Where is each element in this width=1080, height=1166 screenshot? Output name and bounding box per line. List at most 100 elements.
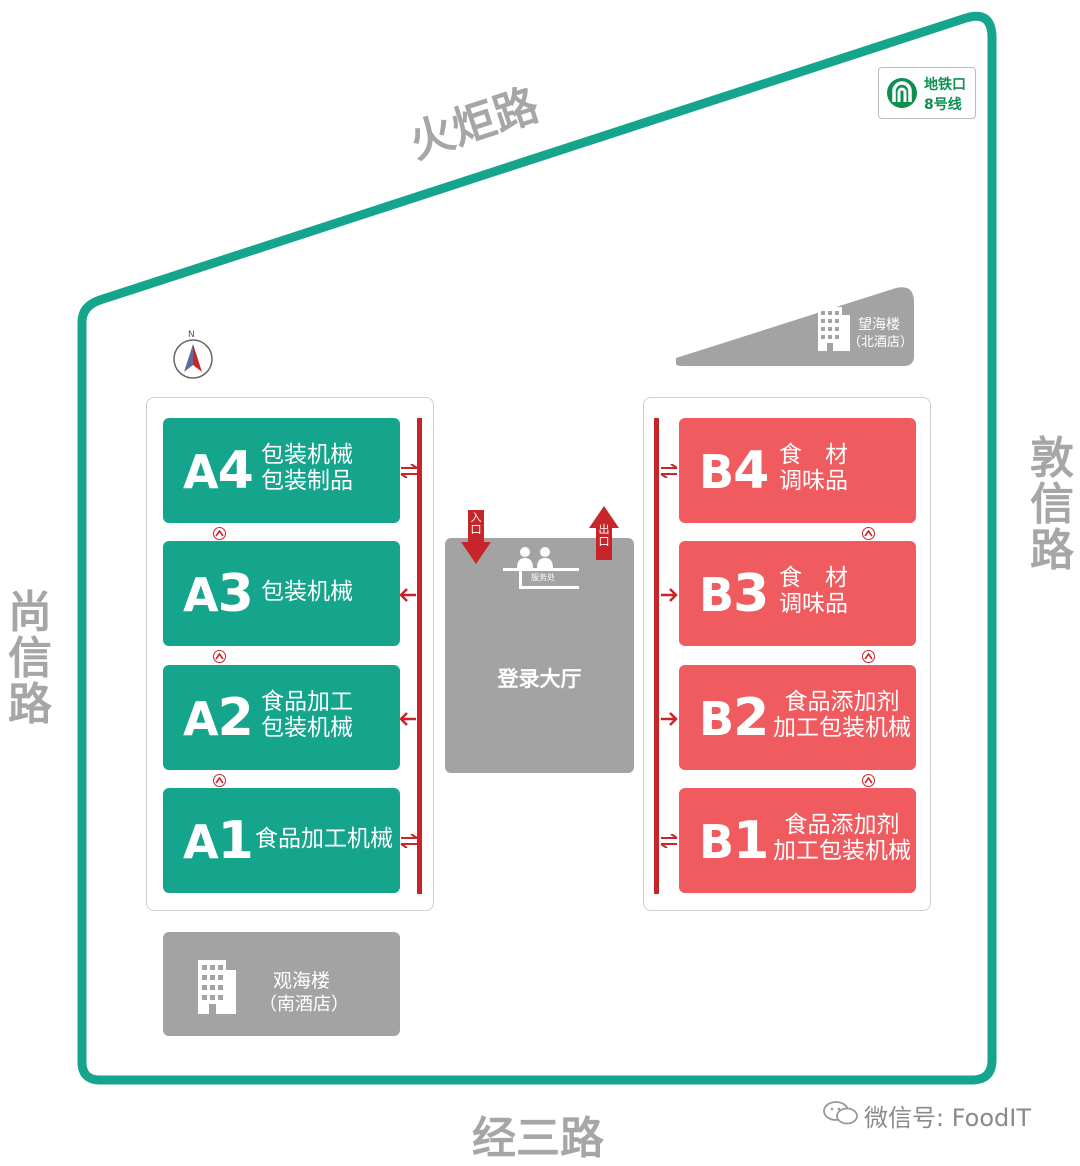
hall-code-letter: B bbox=[699, 445, 734, 499]
entry-arrow-icon bbox=[661, 712, 678, 726]
west-road-text: 尚信路 bbox=[0, 590, 60, 728]
hall-code-letter: A bbox=[183, 815, 219, 869]
north-hotel-shape bbox=[676, 287, 914, 366]
road-char: 信 bbox=[8, 633, 52, 684]
exhibition-hall-b2[interactable]: B2 食品添加剂加工包装机械 bbox=[679, 665, 916, 770]
hall-code-letter: B bbox=[699, 815, 734, 869]
metro-icon bbox=[887, 78, 917, 108]
hall-code-number: 3 bbox=[733, 564, 769, 624]
arrow-label-char: 口 bbox=[470, 523, 482, 536]
north-hotel-name: 望海楼 bbox=[858, 317, 900, 333]
hall-code: A3 bbox=[183, 568, 254, 620]
compass-north-label: N bbox=[188, 330, 195, 340]
two-way-arrow-icon bbox=[660, 464, 678, 478]
lobby-title: 登录大厅 bbox=[497, 667, 582, 691]
road-char: 敦 bbox=[1030, 433, 1074, 484]
exit-label: 出口 bbox=[597, 524, 611, 548]
hall-category-line1: 包装机械 bbox=[261, 579, 353, 605]
hall-category-line2: 调味品 bbox=[779, 468, 848, 494]
exit-arrow-icon[interactable] bbox=[589, 506, 619, 562]
hall-code: B1 bbox=[699, 815, 769, 867]
compass-needle-icon bbox=[173, 339, 213, 379]
road-south-label: 经三路 bbox=[472, 1113, 604, 1164]
hall-connector-icon bbox=[213, 650, 226, 663]
metro-label-line2: 8号线 bbox=[924, 97, 962, 113]
hall-code-number: 4 bbox=[733, 441, 769, 501]
hall-code: A4 bbox=[183, 445, 254, 497]
hall-connector-icon bbox=[213, 527, 226, 540]
hall-code-letter: A bbox=[183, 692, 219, 746]
north-hotel-building-icon bbox=[818, 307, 850, 351]
hall-categories: 食品加工包装机械 bbox=[261, 689, 353, 741]
hall-code-letter: B bbox=[699, 568, 734, 622]
arrow-label-char: 出 bbox=[598, 523, 610, 536]
hall-categories: 食品加工机械 bbox=[255, 826, 393, 852]
north-hotel-sub: （北酒店） bbox=[848, 335, 914, 350]
hall-category-line1: 食 材 bbox=[779, 442, 848, 468]
hall-code-letter: A bbox=[183, 445, 219, 499]
hall-category-line2: 加工包装机械 bbox=[773, 715, 911, 741]
hall-category-line2: 调味品 bbox=[779, 591, 848, 617]
hall-categories: 食 材调味品 bbox=[779, 442, 848, 494]
road-char: 信 bbox=[1030, 479, 1074, 530]
hall-code: B3 bbox=[699, 568, 769, 620]
metro-entrance-badge[interactable]: 地铁口 8号线 bbox=[878, 67, 976, 119]
hall-code-number: 3 bbox=[217, 564, 254, 624]
hall-category-line1: 食品添加剂 bbox=[784, 812, 900, 838]
hall-category-line2: 包装制品 bbox=[261, 468, 353, 494]
exhibition-hall-a3[interactable]: A3 包装机械 bbox=[163, 541, 400, 646]
south-hotel-sub: （南酒店） bbox=[259, 994, 349, 1015]
hall-category-line1: 食品加工机械 bbox=[255, 826, 393, 852]
two-way-arrow-icon bbox=[400, 834, 418, 848]
hall-code: B2 bbox=[699, 692, 769, 744]
south-hotel-building-icon bbox=[198, 960, 236, 1014]
entrance-label: 入口 bbox=[469, 512, 483, 536]
road-char: 尚 bbox=[8, 587, 52, 638]
hall-category-line1: 食 材 bbox=[779, 565, 848, 591]
hall-connector-icon bbox=[213, 774, 226, 787]
entry-arrow-icon bbox=[399, 712, 416, 726]
south-hotel[interactable]: 观海楼 （南酒店） bbox=[163, 932, 400, 1036]
arrow-label-char: 口 bbox=[598, 535, 610, 548]
two-way-arrow-icon bbox=[660, 834, 678, 848]
corridor-a bbox=[417, 418, 422, 894]
hall-code-letter: B bbox=[699, 692, 734, 746]
east-road-text: 敦信路 bbox=[1022, 436, 1080, 574]
hall-code-number: 2 bbox=[217, 688, 254, 748]
hall-categories: 食品添加剂加工包装机械 bbox=[773, 812, 911, 864]
hall-category-line1: 食品添加剂 bbox=[784, 689, 900, 715]
hall-category-line1: 包装机械 bbox=[261, 442, 353, 468]
registration-lobby[interactable]: 服务处 登录大厅 bbox=[445, 538, 634, 773]
entrance-arrow-icon[interactable] bbox=[461, 508, 491, 566]
hall-code: A1 bbox=[183, 815, 254, 867]
hall-code-letter: A bbox=[183, 568, 219, 622]
road-west-label: 尚信路 bbox=[0, 590, 60, 728]
road-char: 路 bbox=[8, 679, 52, 730]
hall-categories: 食 材调味品 bbox=[779, 565, 848, 617]
hall-category-line2: 包装机械 bbox=[261, 715, 353, 741]
hall-code-number: 2 bbox=[733, 688, 769, 748]
hall-connector-icon bbox=[862, 527, 875, 540]
south-hotel-name: 观海楼 bbox=[273, 970, 331, 992]
hall-code: B4 bbox=[699, 445, 769, 497]
hall-connector-icon bbox=[862, 650, 875, 663]
metro-label-line1: 地铁口 bbox=[924, 77, 966, 93]
entry-arrow-icon bbox=[399, 588, 416, 602]
hall-categories: 包装机械 bbox=[261, 579, 353, 605]
hall-code-number: 1 bbox=[217, 811, 254, 871]
road-char: 路 bbox=[1030, 525, 1074, 576]
hall-category-line1: 食品加工 bbox=[261, 689, 353, 715]
hall-code-number: 4 bbox=[217, 441, 254, 501]
compass: N bbox=[170, 330, 216, 380]
two-way-arrow-icon bbox=[400, 464, 418, 478]
entry-arrow-icon bbox=[661, 588, 678, 602]
hall-code: A2 bbox=[183, 692, 254, 744]
hall-categories: 包装机械包装制品 bbox=[261, 442, 353, 494]
